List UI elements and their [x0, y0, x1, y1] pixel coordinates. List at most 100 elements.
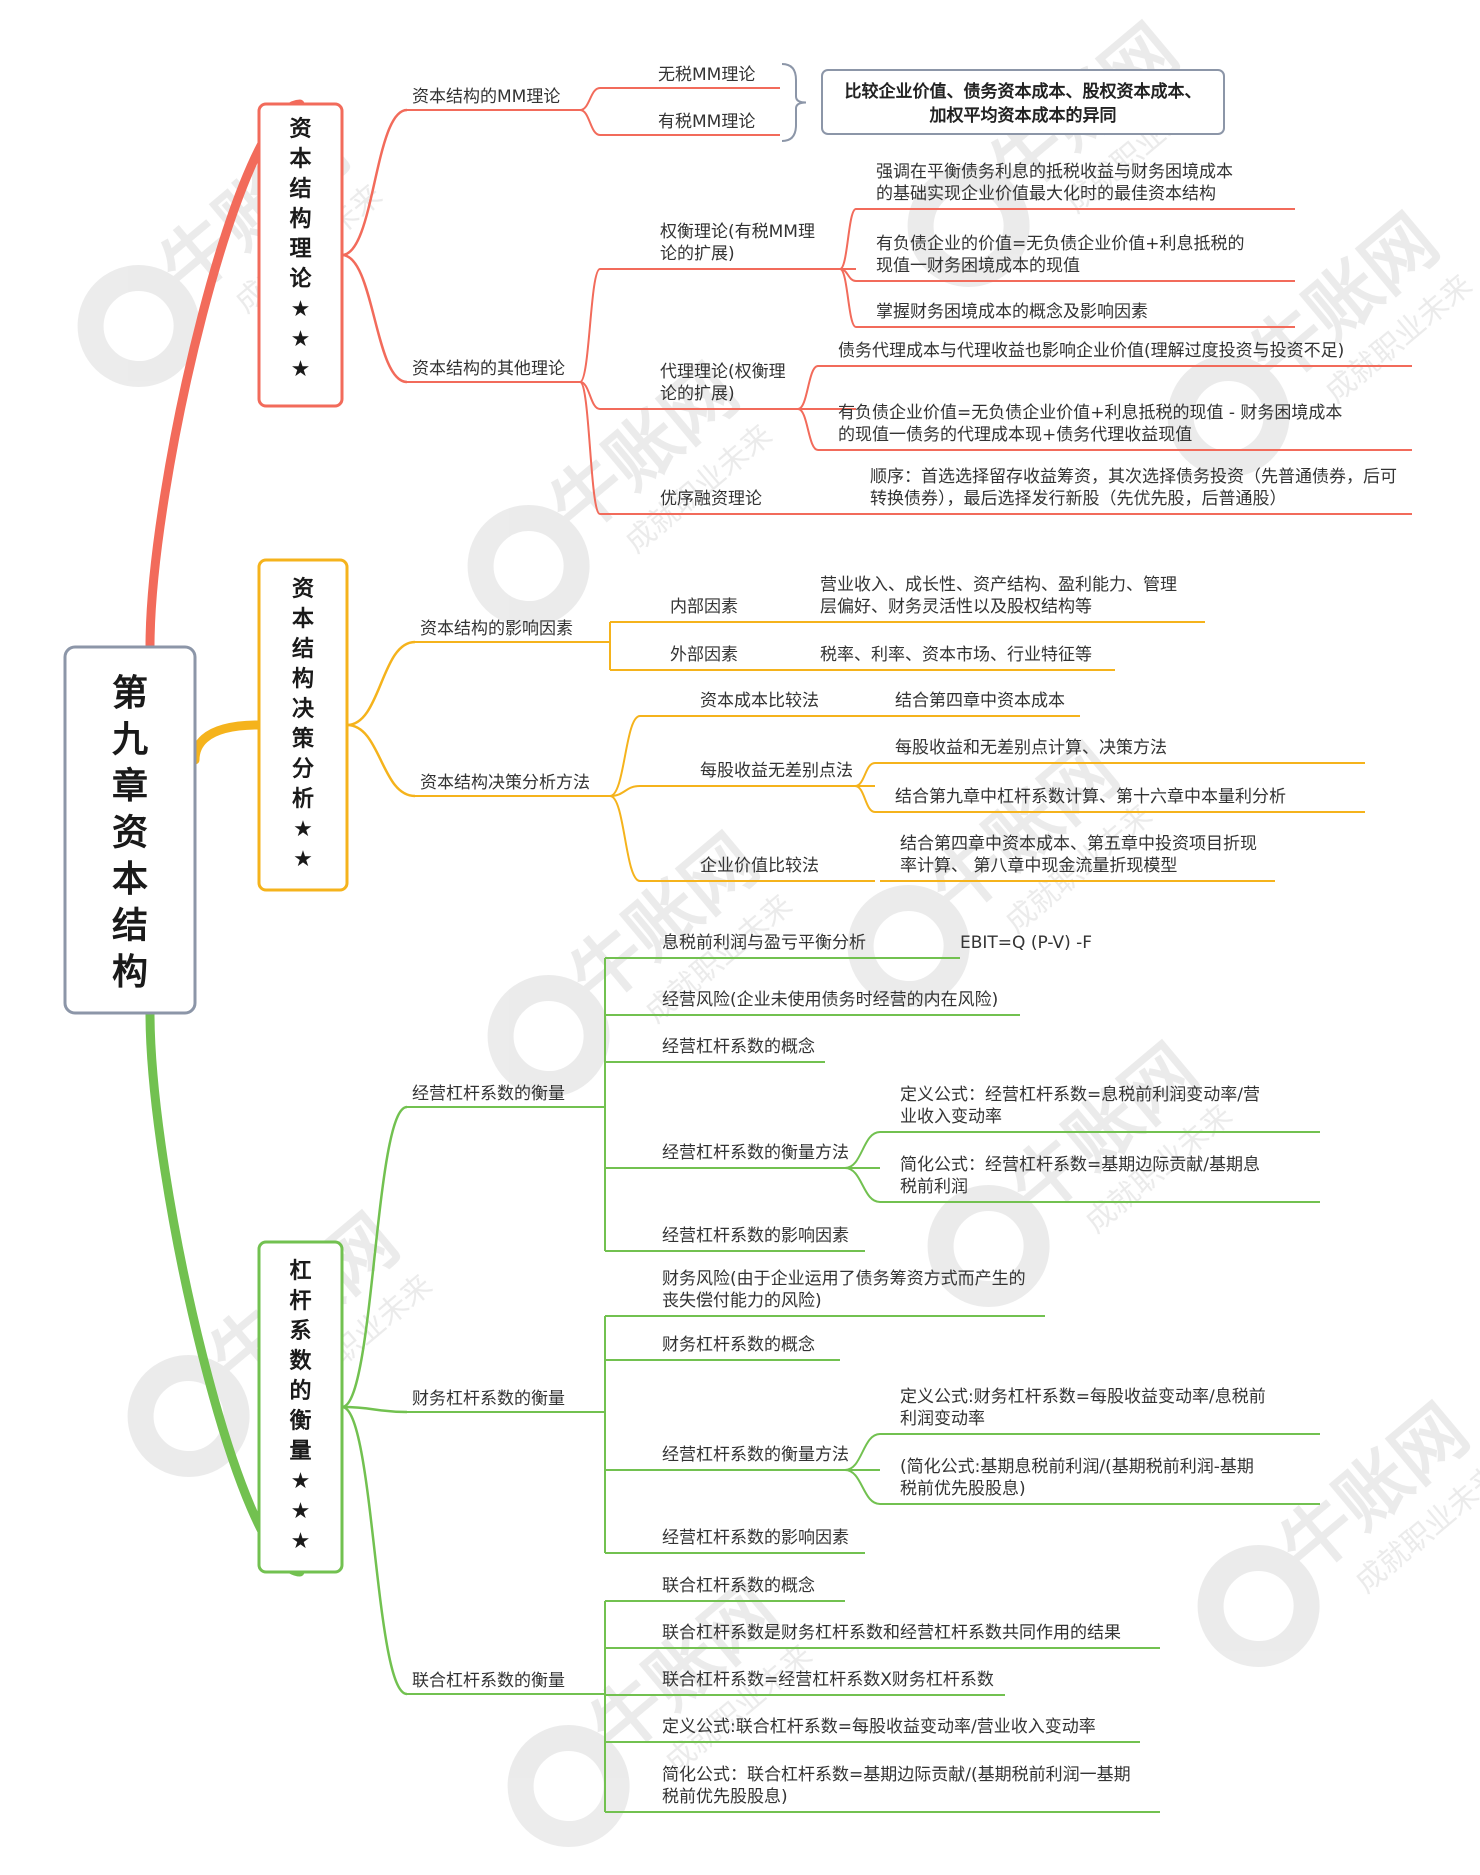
item-connector [579, 109, 601, 136]
sub-connector [854, 785, 876, 813]
root-title-char: 构 [112, 952, 148, 993]
sub-connector [844, 1131, 881, 1169]
sub-label: 结合第四章中资本成本、第五章中投资项目折现 [900, 834, 1257, 854]
sub-label: 利润变动率 [900, 1409, 985, 1429]
group-connector [341, 1405, 408, 1696]
group-label: 经营杠杆系数的衡量 [412, 1084, 565, 1104]
item-label: 无税MM理论 [658, 65, 755, 85]
sub-label: 强调在平衡债务利息的抵税收益与财务困境成本 [876, 162, 1233, 182]
branch-title-char: 析 [292, 787, 314, 812]
sub-label: 每股收益和无差别点计算、决策方法 [895, 738, 1167, 758]
watermark-logo-icon [487, 975, 610, 1098]
branch-title-char: ★ [291, 327, 311, 352]
sub-label: 结合第九章中杠杆系数计算、第十六章中本量利分析 [895, 787, 1286, 807]
item-label: 内部因素 [670, 597, 738, 617]
branch-title-char: 资 [292, 577, 314, 602]
item-label: 丧失偿付能力的风险) [662, 1291, 822, 1311]
root-title-char: 章 [112, 765, 148, 807]
item-label: 优序融资理论 [660, 489, 762, 509]
branch-title-char: 结 [292, 636, 314, 662]
branch-title-char: 论 [289, 266, 312, 292]
item-label: 企业价值比较法 [700, 856, 819, 876]
summary-callout[interactable] [821, 69, 1225, 135]
branch-b2-box[interactable] [257, 558, 349, 892]
group-label: 资本结构的其他理论 [412, 359, 565, 379]
watermark-logo-icon [77, 265, 200, 388]
branch-title-char: ★ [291, 1499, 311, 1524]
branch-title-char: 衡 [289, 1408, 311, 1434]
root-title-char: 本 [112, 859, 148, 900]
item-label: 经营杠杆系数的影响因素 [662, 1226, 849, 1246]
sub-label: 税前优先股股息) [900, 1479, 1026, 1499]
sub-connector [844, 1469, 881, 1505]
group-connector [341, 108, 408, 257]
sub-connector [844, 1167, 881, 1203]
sub-label: 层偏好、财务灵活性以及股权结构等 [820, 597, 1092, 617]
branch-b3-box[interactable] [257, 1240, 344, 1574]
watermark-logo-icon [127, 1355, 250, 1478]
branch-title-char: 策 [292, 726, 315, 752]
item-connector [609, 715, 641, 797]
branch-b1-box[interactable] [257, 102, 344, 408]
branch-title-char: 结 [289, 176, 311, 202]
root-title-char: 第 [112, 673, 148, 714]
summary-callout-text: 加权平均资本成本的异同 [929, 105, 1117, 126]
sub-connector [797, 365, 819, 410]
group-label: 财务杠杆系数的衡量 [412, 1389, 565, 1409]
sub-label: (简化公式:基期息税前利润/(基期税前利润-基期 [900, 1457, 1254, 1477]
branch-title-char: 分 [292, 757, 314, 782]
item-label: 论的扩展) [660, 244, 735, 264]
root-title-char: 资 [112, 813, 148, 854]
sub-label: 的现值一债务的代理成本现+债务代理收益现值 [838, 425, 1192, 445]
sub-connector [797, 408, 819, 451]
group-connector [346, 640, 416, 727]
branch-b2-trunk [190, 720, 264, 765]
branch-title-char: 系 [289, 1319, 311, 1344]
branch-title-char: 决 [292, 697, 315, 722]
sub-label: 税率、利率、资本市场、行业特征等 [820, 645, 1092, 665]
group-connector [341, 1105, 408, 1409]
branch-title-char: 构 [289, 206, 311, 232]
branch-title-char: ★ [291, 1469, 311, 1494]
item-label: 有税MM理论 [658, 112, 755, 132]
root-title-char: 结 [112, 906, 148, 947]
group-label: 联合杠杆系数的衡量 [412, 1671, 565, 1691]
sub-label: 结合第四章中资本成本 [895, 691, 1065, 711]
item-connector [579, 268, 601, 383]
sub-label: 转换债券），最后选择发行新股（先优先股，后普通股） [870, 489, 1287, 509]
item-label: 论的扩展) [660, 384, 735, 404]
item-label: 联合杠杆系数的概念 [662, 1575, 815, 1596]
branch-title-char: 资 [289, 117, 311, 142]
item-label: 财务杠杆系数的概念 [662, 1334, 815, 1355]
branch-title-char: ★ [291, 297, 311, 322]
sub-connector [839, 268, 857, 328]
group-label: 资本结构的MM理论 [412, 87, 560, 107]
watermark-logo-icon [847, 885, 970, 1008]
watermark-logo-icon [467, 505, 590, 628]
item-label: 定义公式:联合杠杆系数=每股收益变动率/营业收入变动率 [662, 1717, 1096, 1737]
item-label: 联合杠杆系数=经营杠杆系数X财务杠杆系数 [662, 1670, 994, 1690]
summary-callout-text: 比较企业价值、债务资本成本、股权资本成本、 [845, 81, 1202, 102]
item-label: 联合杠杆系数是财务杠杆系数和经营杠杆系数共同作用的结果 [662, 1623, 1121, 1643]
sub-label: 税前利润 [900, 1177, 968, 1197]
item-label: 经营杠杆系数的衡量方法 [662, 1445, 849, 1465]
group-label: 资本结构的影响因素 [420, 619, 573, 639]
branch-title-char: 的 [289, 1378, 311, 1404]
root-title-char: 九 [112, 720, 148, 761]
sub-label: 定义公式：经营杠杆系数=息税前利润变动率/营 [900, 1085, 1260, 1105]
sub-label: 率计算、 第八章中现金流量折现模型 [900, 856, 1177, 876]
item-label: 简化公式：联合杠杆系数=基期边际贡献/(基期税前利润一基期 [662, 1765, 1131, 1785]
sub-label: 定义公式:财务杠杆系数=每股收益变动率/息税前 [900, 1387, 1266, 1407]
sub-label: 债务代理成本与代理收益也影响企业价值(理解过度投资与投资不足) [838, 341, 1344, 361]
item-connector [579, 87, 601, 111]
item-label: 经营杠杆系数的影响因素 [662, 1528, 849, 1548]
branch-title-char: 构 [292, 666, 314, 692]
root-node[interactable] [63, 645, 197, 1015]
sub-label: 简化公式：经营杠杆系数=基期边际贡献/基期息 [900, 1155, 1260, 1175]
sub-label: 现值一财务困境成本的现值 [876, 256, 1080, 276]
item-label: 息税前利润与盈亏平衡分析 [662, 933, 866, 953]
item-label: 外部因素 [670, 645, 738, 665]
item-label: 资本成本比较法 [700, 691, 819, 711]
